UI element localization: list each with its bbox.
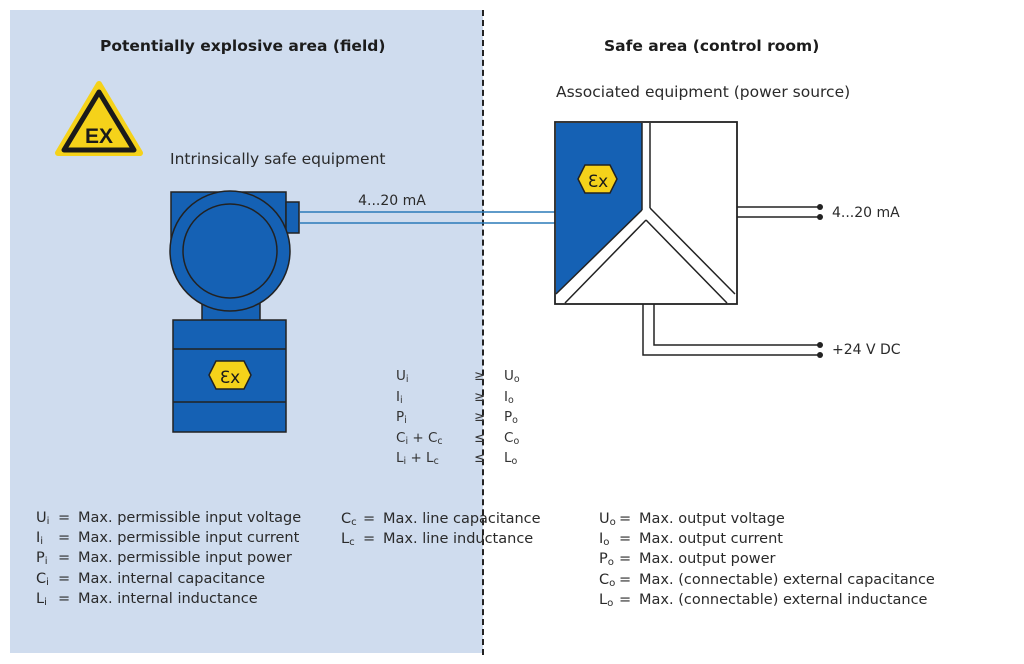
legend-item: Pi=Max. permissible input power [36, 550, 292, 568]
legend-item: Li=Max. internal inductance [36, 590, 258, 608]
legend-item: Ui=Max. permissible input voltage [36, 510, 302, 527]
field-area-title: Potentially explosive area (field) [100, 37, 386, 55]
terminal-icon [817, 352, 823, 358]
power-source-ex-mark: Ɛx [588, 172, 609, 192]
legend-item: Lc=Max. line inductance [341, 531, 534, 549]
signal-wires [300, 211, 556, 224]
supply-voltage-label: +24 V DC [832, 342, 901, 358]
terminal-icon [817, 204, 823, 210]
power-supply-wires [642, 304, 823, 358]
condition-row: Ci + Cc≤Co [396, 429, 520, 447]
safe-area-title: Safe area (control room) [604, 37, 820, 55]
legend-item: Ii=Max. permissible input current [36, 530, 300, 548]
output-signal-label: 4...20 mA [832, 205, 900, 221]
legend-item: Cc=Max. line capacitance [341, 511, 541, 528]
condition-row: Pi≥Po [396, 409, 518, 426]
legend-item: Lo=Max. (connectable) external inductanc… [599, 591, 928, 609]
legend-item: Uo=Max. output voltage [599, 511, 785, 528]
legend-item: Co=Max. (connectable) external capacitan… [599, 571, 935, 589]
terminal-icon [817, 214, 823, 220]
ex-warning-text: EX [85, 125, 113, 148]
device-ex-mark: Ɛx [220, 368, 241, 388]
condition-row: Ui≥Uo [396, 368, 520, 385]
legend-item: Po=Max. output power [599, 551, 776, 569]
condition-row: Ii≥Io [396, 388, 514, 406]
signal-current-label: 4...20 mA [358, 193, 426, 209]
ex-hexagon-icon: Ɛx [208, 360, 252, 390]
ex-warning-sign-icon: EX [55, 81, 143, 156]
transmitter-device-icon: Ɛx [169, 190, 300, 433]
zone-boundary-divider [482, 10, 484, 655]
associated-equipment-label: Associated equipment (power source) [556, 83, 851, 101]
terminal-icon [817, 342, 823, 348]
power-source-icon: Ɛx [554, 121, 738, 305]
legend-item: Ci=Max. internal capacitance [36, 570, 266, 588]
legend-item: Io=Max. output current [599, 531, 783, 549]
output-signal-wires [737, 204, 823, 220]
intrinsically-safe-equipment-label: Intrinsically safe equipment [170, 150, 386, 168]
ex-hexagon-icon: Ɛx [577, 164, 618, 194]
condition-row: Li + Lc≤Lo [396, 450, 518, 467]
